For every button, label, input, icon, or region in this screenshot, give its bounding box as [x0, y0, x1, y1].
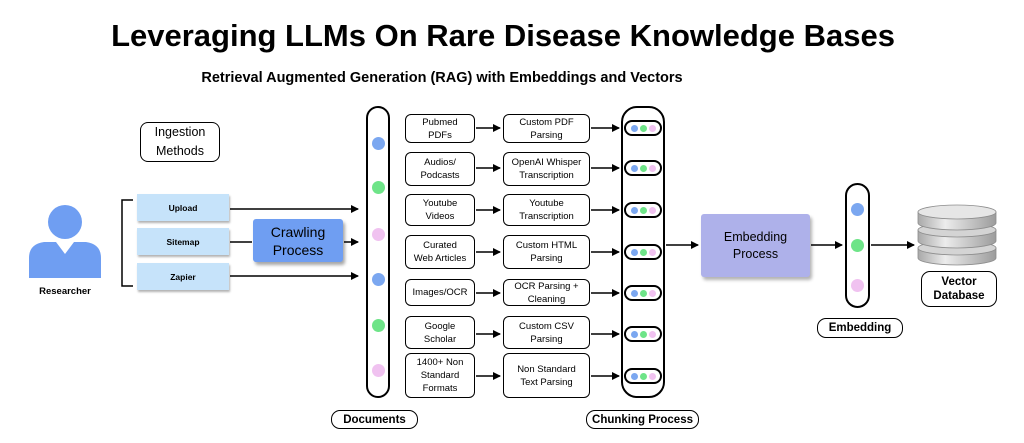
document-dot — [372, 228, 385, 241]
embedding-dot — [851, 203, 864, 216]
document-dot — [372, 273, 385, 286]
person-icon — [26, 200, 104, 280]
chunk-item — [624, 244, 662, 260]
source-box-audios: Audios/ Podcasts — [405, 152, 475, 186]
embedding-label: Embedding — [817, 318, 903, 338]
parser-box-nonstandard: Non Standard Text Parsing — [503, 353, 590, 398]
chunk-item — [624, 120, 662, 136]
source-box-web-articles: Curated Web Articles — [405, 235, 475, 269]
parser-box-whisper: OpenAI Whisper Transcription — [503, 152, 590, 186]
documents-pill — [366, 106, 390, 398]
parser-box-pdf: Custom PDF Parsing — [503, 114, 590, 143]
chunk-item — [624, 326, 662, 342]
chunk-item — [624, 285, 662, 301]
chunk-item — [624, 160, 662, 176]
page-subtitle: Retrieval Augmented Generation (RAG) wit… — [201, 70, 683, 86]
method-zapier: Zapier — [137, 263, 229, 290]
source-box-pubmed: Pubmed PDFs — [405, 114, 475, 143]
chunk-item — [624, 368, 662, 384]
embedding-dot — [851, 239, 864, 252]
document-dot — [372, 137, 385, 150]
researcher-label: Researcher — [39, 286, 91, 297]
parser-box-csv: Custom CSV Parsing — [503, 316, 590, 349]
method-sitemap: Sitemap — [137, 228, 229, 255]
chunk-item — [624, 202, 662, 218]
source-box-images-ocr: Images/OCR — [405, 279, 475, 306]
vector-database-label: Vector Database — [921, 271, 997, 307]
document-dot — [372, 364, 385, 377]
parser-box-html: Custom HTML Parsing — [503, 235, 590, 269]
method-upload: Upload — [137, 194, 229, 221]
parser-box-youtube: Youtube Transcription — [503, 194, 590, 226]
document-dot — [372, 181, 385, 194]
chunking-process-label: Chunking Process — [586, 410, 699, 429]
document-dot — [372, 319, 385, 332]
source-box-youtube: Youtube Videos — [405, 194, 475, 226]
embedding-dot — [851, 279, 864, 292]
embedding-process-box: Embedding Process — [701, 214, 810, 277]
embedding-pill — [845, 183, 870, 308]
documents-label: Documents — [331, 410, 418, 429]
database-icon — [916, 200, 998, 266]
parser-box-ocr: OCR Parsing + Cleaning — [503, 279, 590, 306]
source-box-non-standard: 1400+ Non Standard Formats — [405, 353, 475, 398]
page-title: Leveraging LLMs On Rare Disease Knowledg… — [111, 18, 895, 53]
crawling-process-box: Crawling Process — [253, 219, 343, 262]
ingestion-methods-box: Ingestion Methods — [140, 122, 220, 162]
source-box-google-scholar: Google Scholar — [405, 316, 475, 349]
